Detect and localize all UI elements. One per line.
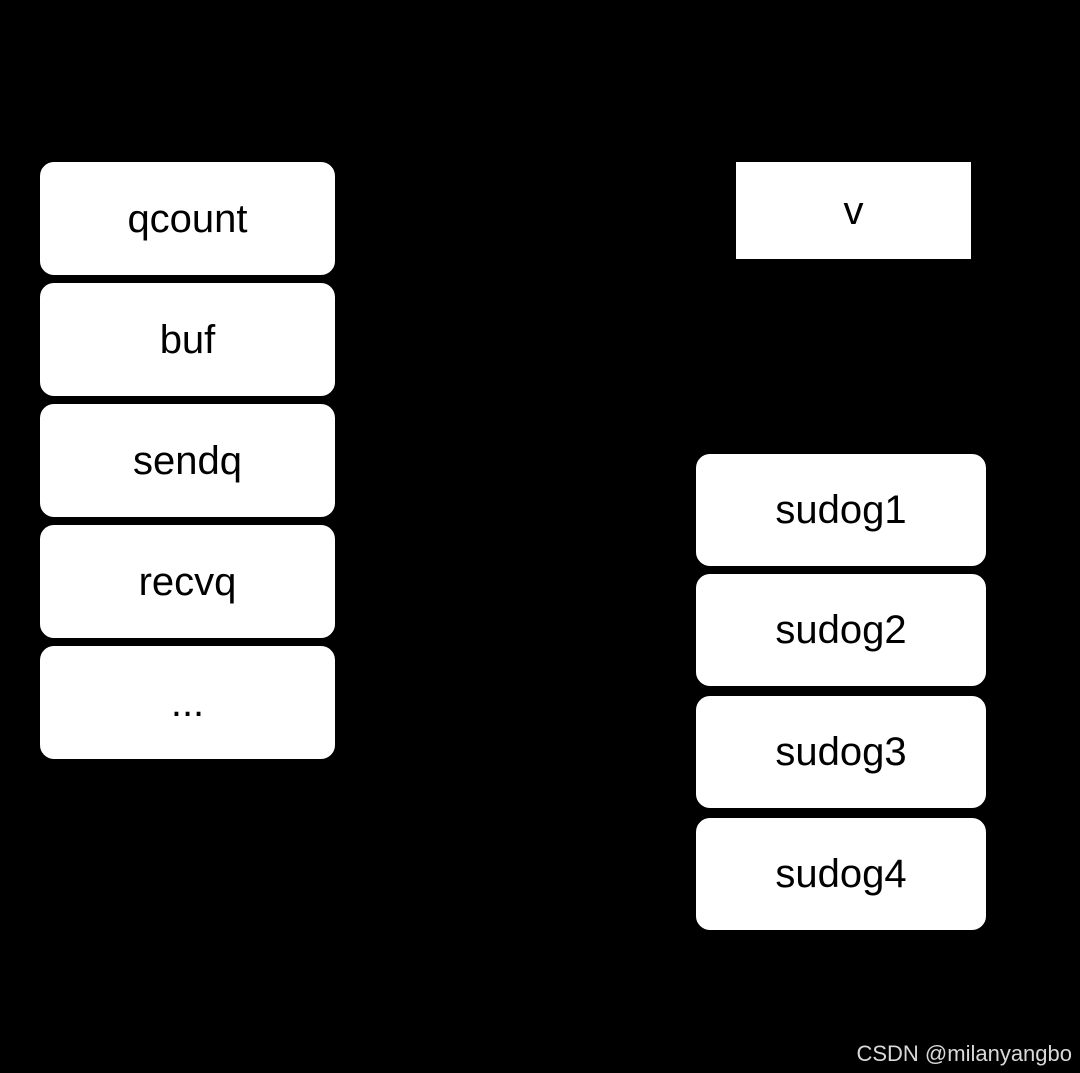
value-box: v — [734, 160, 973, 261]
sudog-item-2: sudog2 — [694, 572, 988, 688]
hchan-field-qcount-label: qcount — [127, 196, 248, 241]
hchan-field-sendq-label: sendq — [133, 438, 242, 483]
hchan-field-ellipsis-label: ... — [170, 680, 205, 725]
sudog-item-1: sudog1 — [694, 452, 988, 568]
value-box-label: v — [843, 188, 864, 233]
hchan-field-sendq: sendq — [38, 402, 337, 519]
hchan-field-recvq: recvq — [38, 523, 337, 640]
sudog-item-2-label: sudog2 — [775, 608, 907, 652]
watermark: CSDN @milanyangbo — [856, 1040, 1072, 1066]
hchan-field-qcount: qcount — [38, 160, 337, 277]
sudog-item-3-label: sudog3 — [775, 730, 907, 774]
sudog-item-4: sudog4 — [694, 816, 988, 932]
hchan-field-buf: buf — [38, 281, 337, 398]
hchan-field-recvq-label: recvq — [138, 559, 237, 604]
hchan-field-ellipsis: ... — [38, 644, 337, 761]
sudog-item-3: sudog3 — [694, 694, 988, 810]
sudog-item-1-label: sudog1 — [775, 488, 907, 532]
sudog-item-4-label: sudog4 — [775, 852, 907, 896]
hchan-field-buf-label: buf — [159, 317, 216, 362]
